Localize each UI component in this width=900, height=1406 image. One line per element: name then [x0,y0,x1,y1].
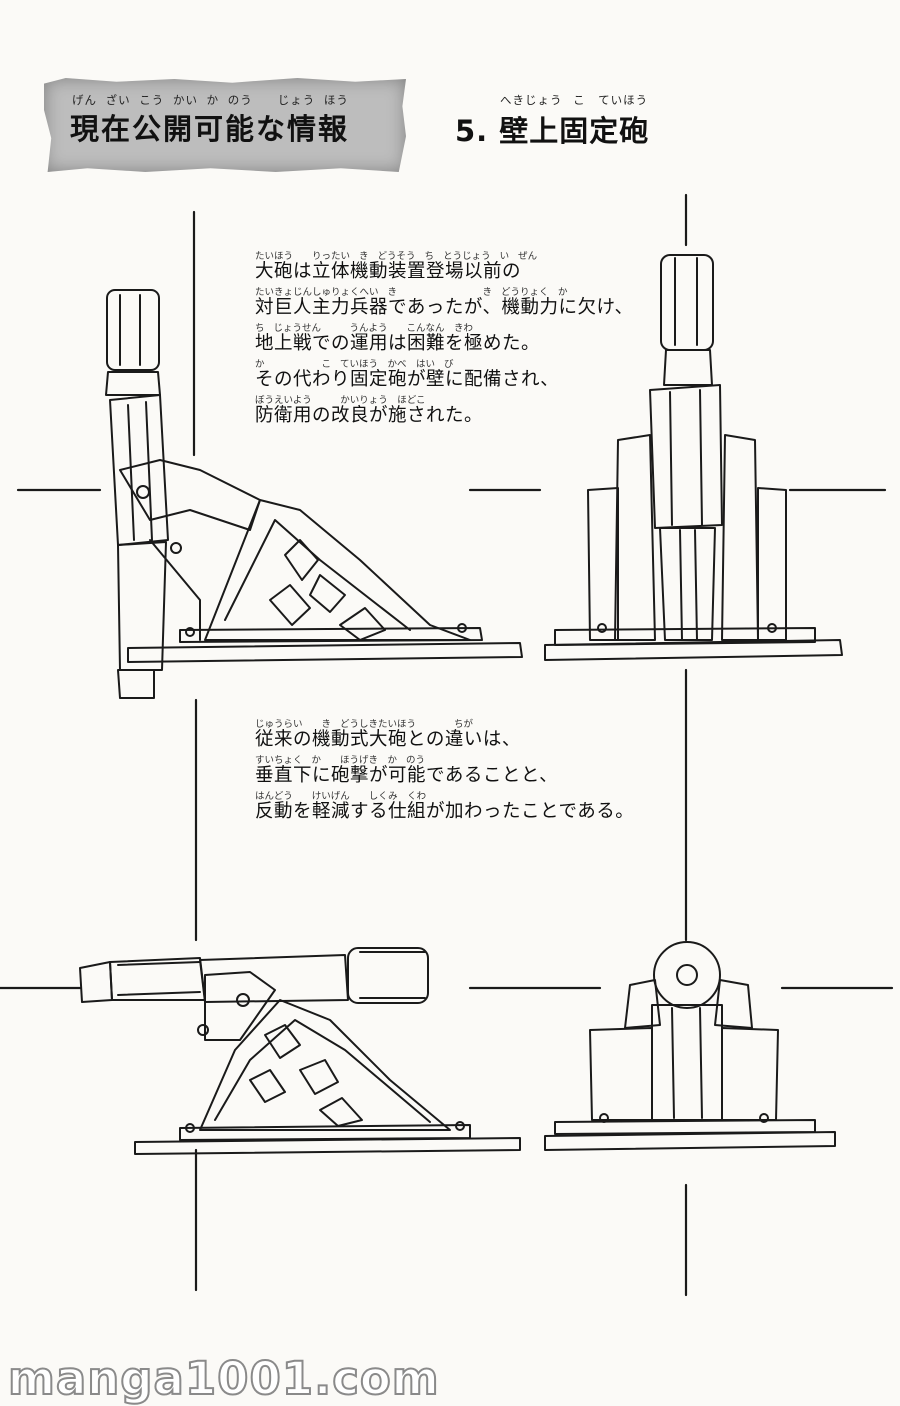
body-text: 反動を軽減する仕組が加わったことである。 [255,801,635,822]
body-text: 従来の機動式大砲との違いは、 [255,729,521,750]
furigana: ち じょうせん うんよう こんなん きわ [255,323,474,334]
furigana: たいきょじんしゅりょくへい き き どうりょく か [255,287,568,298]
body-text: 地上戦での運用は困難を極めた。 [255,333,541,354]
furigana: ぼうえいよう かいりょう ほどこ [255,395,426,406]
furigana: たいほう りったい き どうそう ち とうじょう い ぜん [255,251,538,262]
section-ruby: へきじょう こ ていほう [500,93,649,107]
body-text: その代わり固定砲が壁に配備され、 [255,369,560,390]
section-title: 5. 壁上固定砲 [455,114,650,148]
furigana: か こ ていほう かべ はい び [255,359,454,370]
body-text: 大砲は立体機動装置登場以前の [255,261,522,282]
site-watermark: manga1001.com [7,1351,440,1406]
body-text: 防衛用の改良が施された。 [255,405,484,426]
body-text: 垂直下に砲撃が可能であることと、 [255,765,559,786]
info-banner-background [44,78,406,172]
furigana: すいちょく か ほうげき か のう [255,755,426,766]
banner-ruby: げん ざい こう かい か のう じょう ほう [72,93,349,107]
guide-lines [0,193,894,1297]
body-text: 対巨人主力兵器であったが、機動力に欠け、 [255,297,634,318]
cannon-side-vertical [105,289,523,699]
banner-title: 現在公開可能な情報 [70,112,350,146]
cannon-side-horizontal [79,947,521,1155]
cannon-front-horizontal [544,941,836,1151]
furigana: はんどう けいげん しくみ くわ [255,791,427,802]
cannon-front-vertical [544,254,843,661]
furigana: じゅうらい き どうしきたいほう ちが [255,719,474,730]
